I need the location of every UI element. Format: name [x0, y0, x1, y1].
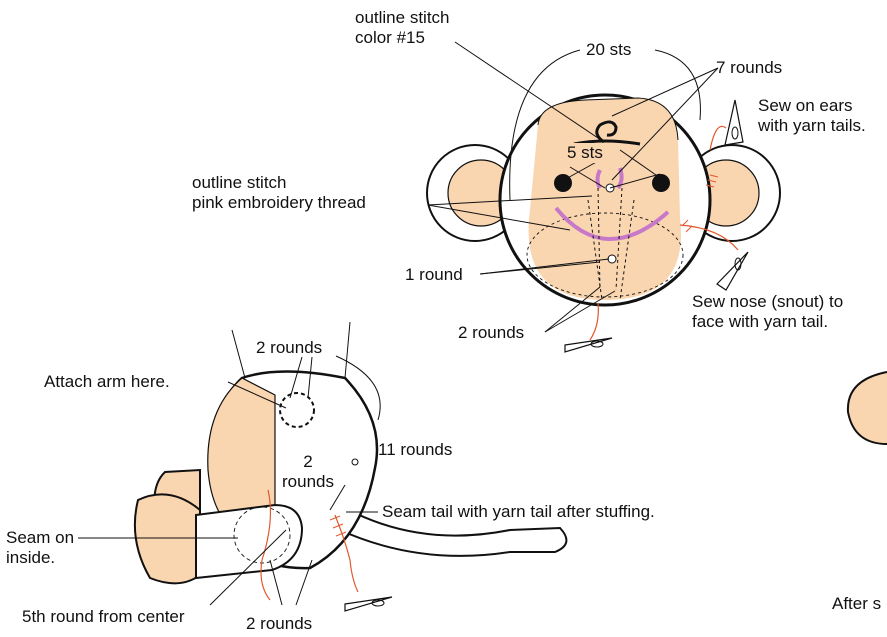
foot — [135, 494, 200, 583]
two-rounds-bottom-label: 2 rounds — [246, 614, 312, 634]
needle-icon — [565, 338, 612, 352]
seam-tail-label: Seam tail with yarn tail after stuffing. — [382, 502, 655, 522]
face-area — [529, 98, 682, 300]
seam-inside-label: Seam on inside. — [6, 528, 74, 568]
sew-on-ears-label: Sew on ears with yarn tails. — [758, 96, 866, 136]
outline-stitch-pink-label: outline stitch pink embroidery thread — [192, 173, 366, 213]
five-sts-label: 5 sts — [565, 143, 605, 163]
after-partial-label: After s — [832, 594, 881, 614]
outline-stitch-color-label: outline stitch color #15 — [355, 8, 450, 48]
twenty-sts-label: 20 sts — [582, 40, 635, 60]
two-rounds-face-label: 2 rounds — [458, 323, 524, 343]
attach-arm-label: Attach arm here. — [44, 372, 170, 392]
needle-icon — [717, 252, 748, 290]
sew-nose-label: Sew nose (snout) to face with yarn tail. — [692, 292, 843, 332]
monkey-body — [135, 322, 887, 600]
eleven-rounds-label: 11 rounds — [378, 440, 452, 460]
needle-icon — [345, 597, 392, 611]
one-round-label: 1 round — [405, 265, 463, 285]
fifth-round-label: 5th round from center — [22, 607, 185, 627]
right-eye — [652, 174, 670, 192]
two-rounds-middle-label: 2 rounds — [282, 452, 334, 492]
two-rounds-top-label: 2 rounds — [256, 338, 322, 358]
partial-arm — [848, 372, 887, 444]
needle-icon — [725, 100, 743, 145]
seven-rounds-label: 7 rounds — [716, 58, 782, 78]
